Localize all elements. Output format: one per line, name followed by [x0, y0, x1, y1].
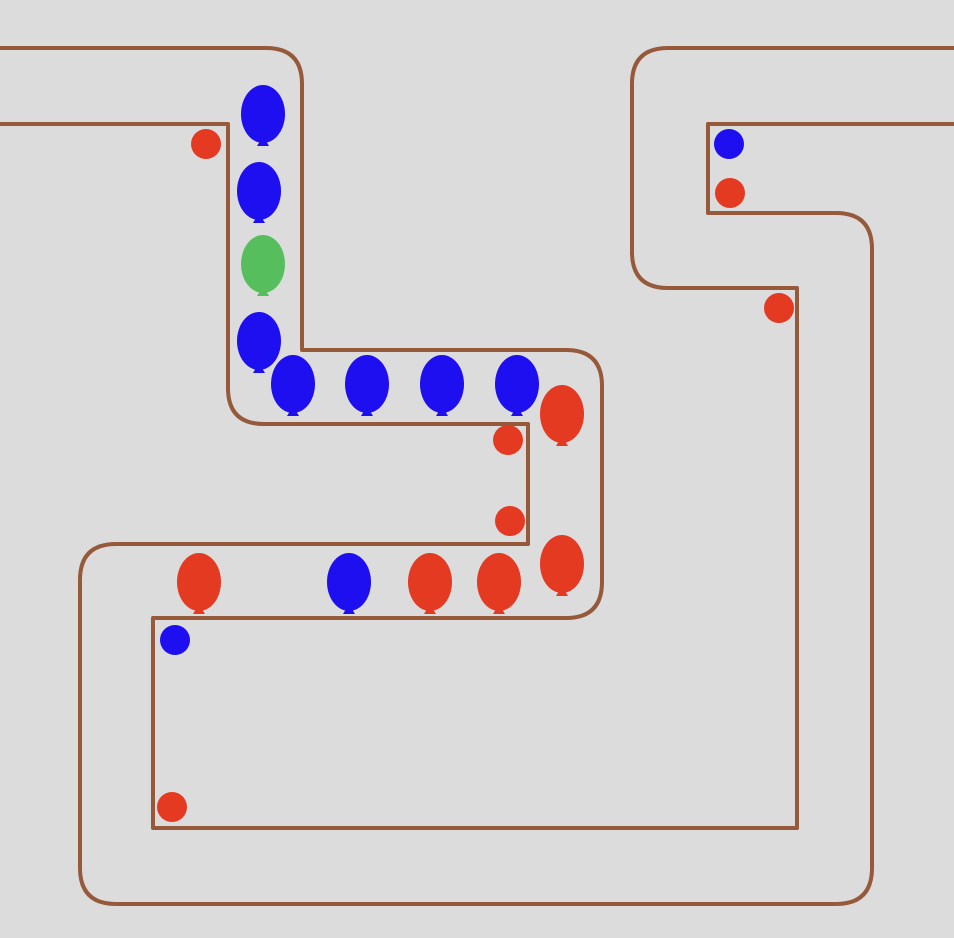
red-balloon-knot [493, 609, 505, 614]
blue-balloon-knot [361, 411, 373, 416]
track-outer-border [0, 46, 954, 830]
blue-balloon-knot [511, 411, 523, 416]
blue-balloon-body [237, 312, 281, 370]
green-balloon[interactable] [241, 235, 285, 296]
blue-dot [714, 129, 744, 159]
green-balloon-knot [257, 291, 269, 296]
green-balloon-body [241, 235, 285, 293]
blue-balloon[interactable] [237, 162, 281, 223]
red-dot [157, 792, 187, 822]
blue-balloon-body [241, 85, 285, 143]
blue-balloon[interactable] [237, 312, 281, 373]
blue-balloon-knot [436, 411, 448, 416]
track [0, 46, 954, 906]
red-balloon-body [477, 553, 521, 611]
dots [157, 129, 794, 822]
blue-balloon-knot [257, 141, 269, 146]
red-balloon-knot [193, 609, 205, 614]
blue-balloon[interactable] [420, 355, 464, 416]
red-balloon[interactable] [540, 535, 584, 596]
red-balloon-body [408, 553, 452, 611]
blue-balloon[interactable] [327, 553, 371, 614]
blue-balloon[interactable] [345, 355, 389, 416]
red-balloon-body [540, 535, 584, 593]
track-inner-border [0, 122, 954, 906]
red-balloon[interactable] [177, 553, 221, 614]
blue-balloon-knot [287, 411, 299, 416]
balloons [177, 85, 584, 614]
blue-balloon-body [237, 162, 281, 220]
red-balloon[interactable] [540, 385, 584, 446]
red-balloon-body [540, 385, 584, 443]
blue-balloon-knot [253, 368, 265, 373]
red-dot [495, 506, 525, 536]
blue-balloon-body [327, 553, 371, 611]
red-balloon-body [177, 553, 221, 611]
red-balloon[interactable] [477, 553, 521, 614]
blue-balloon-knot [343, 609, 355, 614]
blue-balloon-knot [253, 218, 265, 223]
blue-balloon-body [495, 355, 539, 413]
blue-balloon[interactable] [495, 355, 539, 416]
red-dot [715, 178, 745, 208]
blue-balloon-body [271, 355, 315, 413]
red-dot [191, 129, 221, 159]
blue-balloon-body [420, 355, 464, 413]
blue-balloon[interactable] [241, 85, 285, 146]
red-balloon-knot [424, 609, 436, 614]
red-dot [493, 425, 523, 455]
red-balloon-knot [556, 591, 568, 596]
blue-balloon-body [345, 355, 389, 413]
red-balloon[interactable] [408, 553, 452, 614]
red-balloon-knot [556, 441, 568, 446]
blue-balloon[interactable] [271, 355, 315, 416]
red-dot [764, 293, 794, 323]
blue-dot [160, 625, 190, 655]
